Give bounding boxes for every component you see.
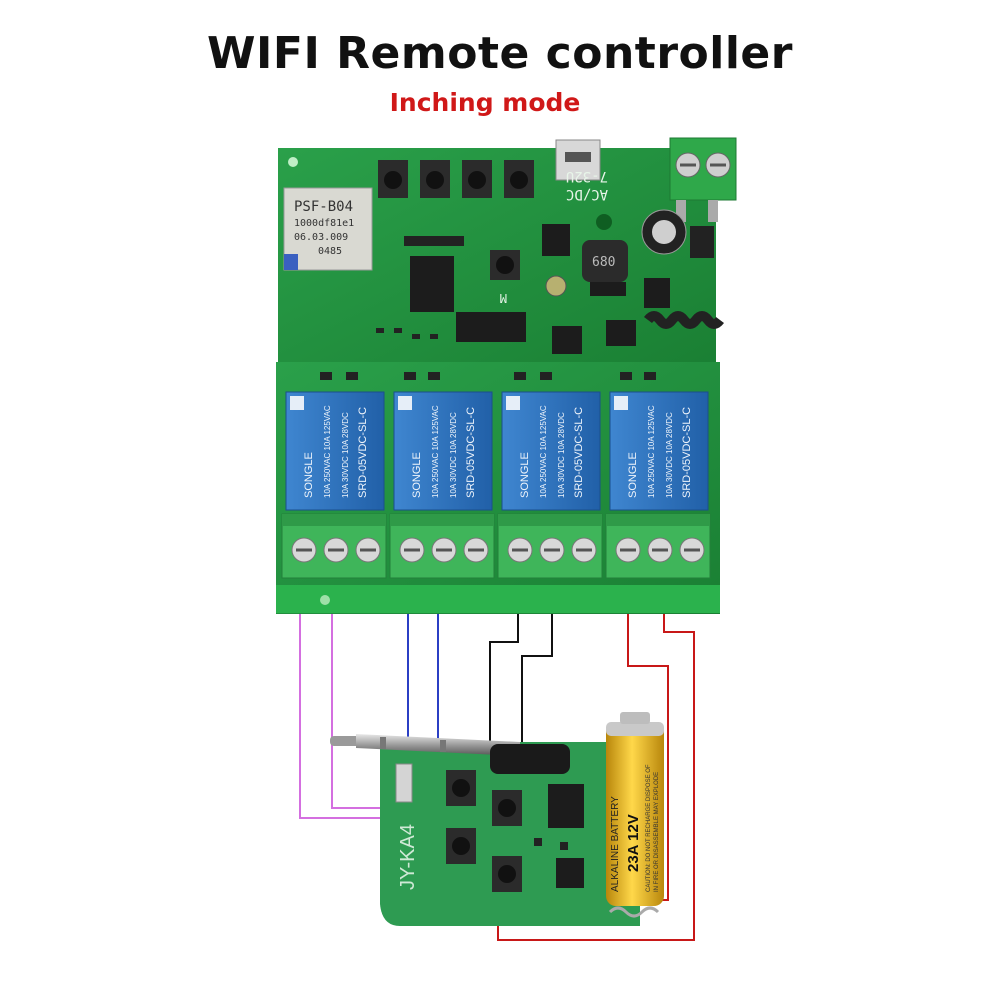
remote-buttons <box>446 770 522 892</box>
relays-group: SONGLE 10A 250VAC 10A 125VAC 10A 30VDC 10A… <box>285 391 709 511</box>
battery-caution-2: IN FIRE OR DISASSEMBLE MAY EXPLODE <box>654 772 660 892</box>
module-number: 0485 <box>318 246 342 257</box>
remote-board-label: JY-KA4 <box>397 824 419 890</box>
relay-brand: SONGLE <box>303 452 315 498</box>
terminal-block-1 <box>281 513 387 579</box>
module-id: 1000df81e1 <box>294 218 354 229</box>
telescopic-antenna <box>330 734 570 774</box>
ic-chip <box>410 256 454 312</box>
board-bottom-edge <box>276 585 720 613</box>
mount-hole <box>288 157 298 167</box>
crystal <box>395 763 413 803</box>
m-label: M <box>500 291 507 305</box>
inductor <box>582 240 628 282</box>
relay-1: SONGLE 10A 250VAC 10A 125VAC 10A 30VDC 10A… <box>285 391 385 511</box>
power-terminal-block <box>669 137 737 222</box>
header-pins <box>404 236 464 246</box>
relay-model: SRD-05VDC-SL-C <box>573 407 585 498</box>
relay-rating-2: 10A 30VDC 10A 28VDC <box>449 412 458 498</box>
terminal-block-3 <box>497 513 603 579</box>
regulator-chip <box>542 224 570 256</box>
battery-brand: ALKALINE BATTERY <box>610 796 621 892</box>
page-title: WIFI Remote controller <box>207 28 793 79</box>
relay-rating-1: 10A 250VAC 10A 125VAC <box>431 405 440 498</box>
terminal-block-4 <box>605 513 711 579</box>
relay-brand: SONGLE <box>627 452 639 498</box>
relay-rating-1: 10A 250VAC 10A 125VAC <box>323 405 332 498</box>
ic-chip <box>606 320 636 346</box>
relay-3: SONGLE 10A 250VAC 10A 125VAC 10A 30VDC 10A… <box>501 391 601 511</box>
module-label: PSF-B04 <box>294 199 353 215</box>
tact-buttons-row <box>378 160 534 198</box>
buzzer <box>545 275 567 297</box>
relay-rating-1: 10A 250VAC 10A 125VAC <box>539 405 548 498</box>
remote-ic <box>548 784 584 828</box>
power-label-acdc: AC/DC <box>566 186 608 202</box>
ic-chip <box>456 312 526 342</box>
rf-remote-board: JY-KA4 ALKALINE BATTERY 23A 12V CAU <box>330 712 664 926</box>
mode-subtitle: Inching mode <box>389 88 581 117</box>
battery-23a-12v: ALKALINE BATTERY 23A 12V CAUTION: DO NOT… <box>606 712 664 918</box>
ic-chip <box>552 326 582 354</box>
relay-rating-1: 10A 250VAC 10A 125VAC <box>647 405 656 498</box>
remote-ic <box>556 858 584 888</box>
rf-coil <box>644 311 724 329</box>
wifi-relay-board: PSF-B04 1000df81e1 06.03.009 0485 7-32U … <box>276 137 737 614</box>
relay-brand: SONGLE <box>411 452 423 498</box>
relay-4: SONGLE 10A 250VAC 10A 125VAC 10A 30VDC 10A… <box>609 391 709 511</box>
relay-rating-2: 10A 30VDC 10A 28VDC <box>665 412 674 498</box>
relay-model: SRD-05VDC-SL-C <box>357 407 369 498</box>
wire-red-2 <box>497 614 695 941</box>
terminal-block-2 <box>389 513 495 579</box>
relay-2: SONGLE 10A 250VAC 10A 125VAC 10A 30VDC 10A… <box>393 391 493 511</box>
module-date: 06.03.009 <box>294 232 348 243</box>
relay-rating-2: 10A 30VDC 10A 28VDC <box>557 412 566 498</box>
inductor-label: 680 <box>592 255 615 270</box>
battery-caution: CAUTION: DO NOT RECHARGE DISPOSE OF <box>646 764 652 892</box>
battery-spring <box>608 906 660 918</box>
power-label-voltage: 7-32U <box>566 168 608 184</box>
wifi-module: PSF-B04 1000df81e1 06.03.009 0485 <box>283 187 373 271</box>
relay-rating-2: 10A 30VDC 10A 28VDC <box>341 412 350 498</box>
battery-rating: 23A 12V <box>625 814 642 872</box>
mount-hole <box>320 595 330 605</box>
relay-model: SRD-05VDC-SL-C <box>465 407 477 498</box>
relay-brand: SONGLE <box>519 452 531 498</box>
terminal-blocks-group <box>281 513 711 579</box>
relay-model: SRD-05VDC-SL-C <box>681 407 693 498</box>
